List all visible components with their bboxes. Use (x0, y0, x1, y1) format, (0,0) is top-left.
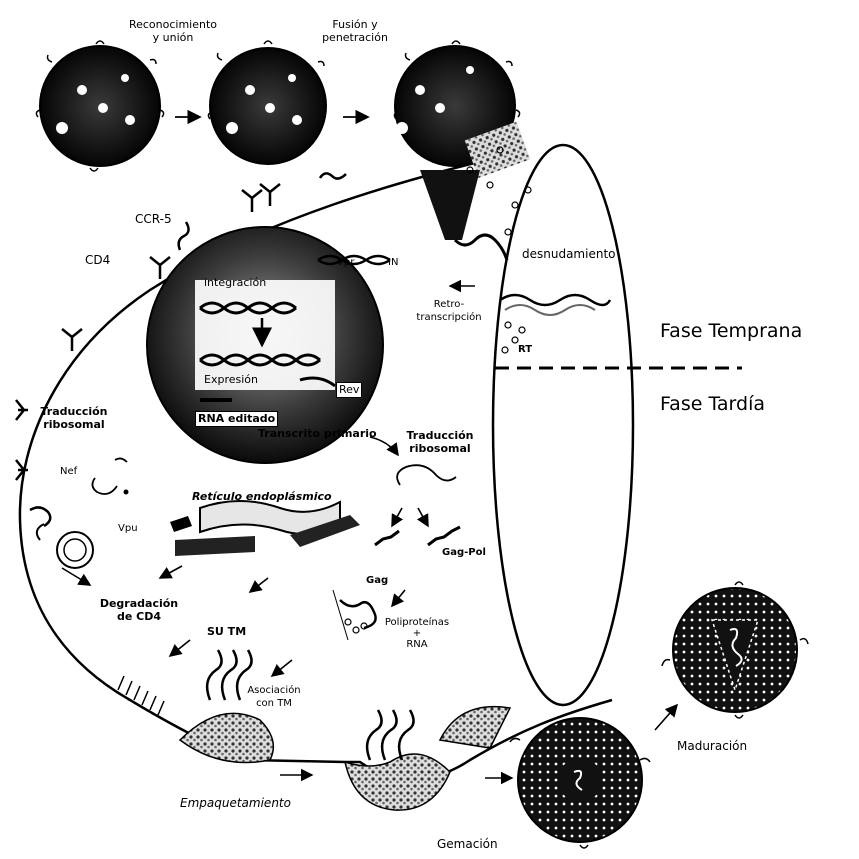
label-in: IN (388, 256, 398, 269)
label-traduccion-ribosomal-1: Traducción ribosomal (38, 405, 110, 431)
label-expresion: Expresión (204, 373, 258, 386)
label-fase-temprana: Fase Temprana (660, 320, 802, 342)
label-empaquetamiento: Empaquetamiento (180, 797, 291, 810)
mature-virion (673, 588, 797, 712)
label-rt: RT (518, 343, 532, 356)
label-asociacion: Asociación con TM (234, 684, 314, 710)
label-gag: Gag (366, 574, 388, 587)
label-traduccion-ribosomal-2: Traducción ribosomal (404, 429, 476, 455)
label-reconocimiento: Reconocimiento y unión (108, 18, 238, 44)
label-vpr: Vpr (337, 256, 354, 269)
label-degradacion: Degradación de CD4 (94, 597, 184, 623)
label-ccr5: CCR-5 (135, 213, 172, 226)
cell-cross-section-ellipse (493, 145, 633, 705)
label-retrotranscripcion: Retro- transcripción (410, 298, 488, 324)
label-poliproteinas: Poliproteínas + RNA (362, 617, 472, 650)
label-integracion: integración (204, 276, 266, 289)
label-rev: Rev (336, 382, 362, 398)
immature-virion (518, 718, 642, 842)
label-fase-tardia: Fase Tardía (660, 393, 765, 415)
label-nef: Nef (60, 465, 77, 478)
label-vpu: Vpu (118, 522, 138, 535)
virus-1 (40, 46, 160, 166)
virus-2 (210, 48, 326, 164)
label-gemacion: Gemación (437, 838, 498, 851)
label-fusion: Fusión y penetración (300, 18, 410, 44)
label-cd4: CD4 (85, 254, 110, 267)
fusion-cone (420, 170, 480, 240)
label-rna-editado: RNA editado (195, 411, 278, 427)
label-su-tm: SU TM (207, 625, 246, 638)
virus-3 (395, 46, 530, 178)
label-reticulo: Retículo endoplásmico (192, 490, 332, 503)
endoplasmic-reticulum (170, 501, 360, 556)
label-gag-pol: Gag-Pol (442, 546, 486, 559)
label-maduracion: Maduración (677, 740, 747, 753)
assembly-site-2 (345, 707, 510, 810)
label-transcrito-primario: Transcrito primario (258, 427, 377, 440)
label-desnudamiento: desnudamiento (522, 248, 616, 261)
